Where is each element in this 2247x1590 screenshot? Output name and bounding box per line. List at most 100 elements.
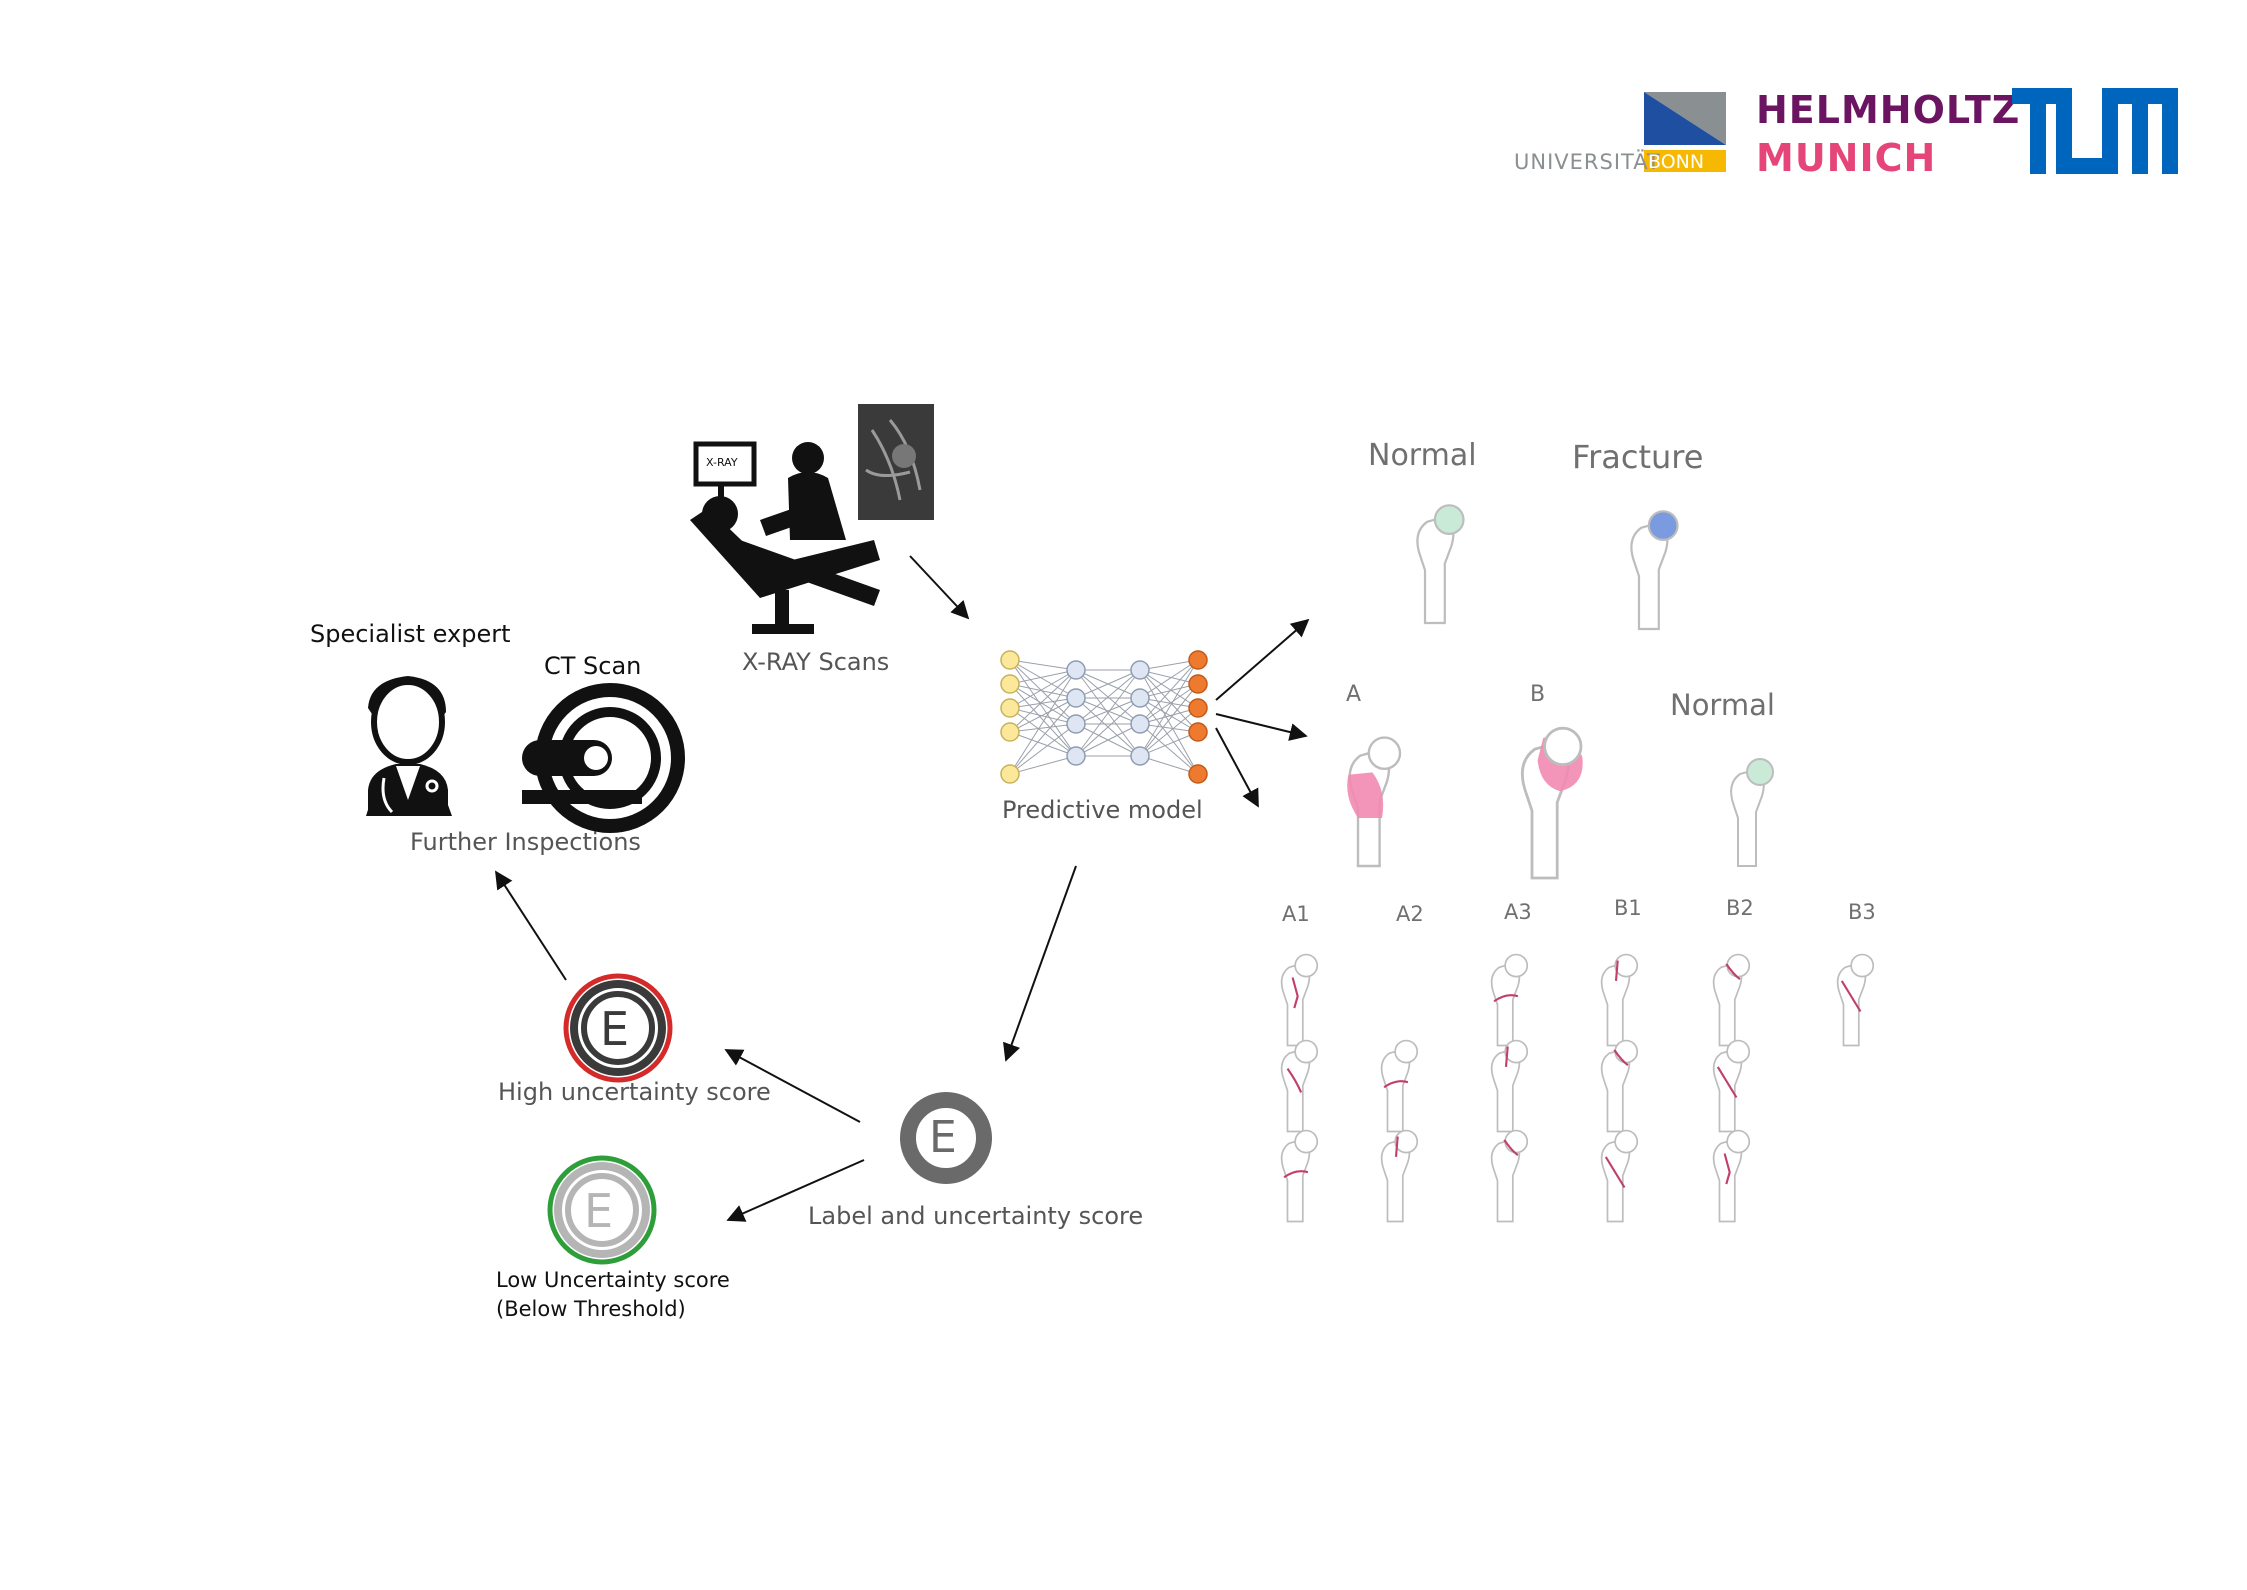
network-edge [1009,669,1077,775]
network-edge [1139,659,1199,671]
class-normal-top: Normal [1368,438,1477,473]
femur-illustrations [1280,504,1875,1223]
uni-bonn-text: UNIVERSITÄT [1514,150,1661,174]
femur-drawing [1630,510,1679,631]
network-edge [1009,669,1077,685]
network-neuron [1188,698,1208,718]
network-edge [1139,669,1199,733]
label-uncertainty-label: Label and uncertainty score [808,1202,1144,1230]
class-b: B [1530,682,1546,707]
arrow-score-to-low [726,1159,865,1222]
network-edge [1139,659,1199,699]
network-edge [1075,697,1141,757]
network-edge [1139,683,1199,699]
femur-drawing [1280,953,1319,1047]
network-edge [1139,731,1199,757]
class-a: A [1346,682,1362,707]
network-edge [1009,707,1077,757]
network-edge [1139,683,1199,757]
high-uncertainty-label: High uncertainty score [498,1078,771,1106]
femur-drawing [1600,1039,1639,1133]
femur-drawing [1600,1129,1639,1223]
ct-scan-icon [522,683,685,833]
network-neuron [1000,722,1020,742]
subtype-b2: B2 [1726,896,1754,920]
femur-drawing [1490,953,1529,1047]
network-edge [1009,659,1077,725]
network-edge [1075,697,1141,725]
network-edge [1139,723,1199,775]
subtype-a1: A1 [1282,902,1310,926]
femur-drawing [1490,1039,1529,1133]
predictive-model-label: Predictive model [1002,796,1203,824]
further-inspections-label: Further Inspections [410,828,641,856]
femur-drawing [1416,504,1465,625]
femur-drawing [1712,953,1751,1047]
xray-machine-icon [690,441,880,634]
network-edge [1009,723,1077,775]
subtype-b1: B1 [1614,896,1642,920]
ct-scan-label: CT Scan [544,652,642,680]
network-edge [1009,723,1077,733]
network-neuron [1130,714,1150,734]
network-edge [1139,697,1199,775]
helmholtz-line2: MUNICH [1756,136,1937,180]
network-edge [1009,755,1077,775]
network-edge [1009,683,1077,757]
network-edge [1139,669,1199,775]
network-edge [1139,659,1199,757]
class-normal-mid: Normal [1670,688,1775,722]
femur-drawing [1490,1129,1529,1223]
femur-drawing [1380,1039,1419,1133]
network-edge [1139,683,1199,725]
network-edge [1139,707,1199,725]
arrow-high-to-further [495,870,567,981]
network-neuron [1130,746,1150,766]
high-uncertainty-e: E [600,1002,630,1056]
network-edge [1139,669,1199,685]
subtype-a3: A3 [1504,900,1532,924]
network-neuron [1188,650,1208,670]
arrow-model-to-bottom [1215,727,1259,808]
femur-drawing [1347,736,1402,868]
arrow-model-to-mid [1215,713,1308,741]
arrow-score-to-high [724,1049,861,1123]
network-edge [1075,669,1141,725]
network-neuron [1066,746,1086,766]
network-edge [1139,755,1199,775]
tum-logo [2012,88,2178,174]
network-edge [1139,723,1199,733]
network-edge [1009,659,1077,757]
network-neuron [1188,764,1208,784]
femur-drawing [1836,953,1875,1047]
network-neuron [1000,764,1020,784]
network-neuron [1130,660,1150,680]
network-edge [1009,707,1077,725]
predictive-model-network [1000,650,1208,784]
network-neuron [1000,650,1020,670]
high-uncertainty-badge [563,973,673,1083]
network-edge [1009,697,1077,733]
femur-drawing [1712,1129,1751,1223]
low-uncertainty-label-line1: Low Uncertainty score [496,1268,730,1292]
low-uncertainty-label-line2: (Below Threshold) [496,1297,686,1321]
network-edge [1139,697,1199,709]
xray-screen-label: X-RAY [706,456,738,469]
network-edge [1139,659,1199,725]
network-edge [1139,707,1199,757]
uni-bonn-badge: BONN [1648,151,1705,173]
uni-bonn-logo [1644,92,1726,172]
network-neuron [1066,714,1086,734]
network-edge [1075,723,1141,757]
subtype-b3: B3 [1848,900,1876,924]
network-edge [1009,697,1077,775]
femur-drawing [1280,1129,1319,1223]
score-badge [900,1092,992,1184]
network-neuron [1066,688,1086,708]
network-edge [1009,669,1077,709]
xray-image-thumbnail [858,404,934,520]
femur-drawing [1730,758,1774,867]
specialist-expert-label: Specialist expert [310,620,511,648]
network-edge [1009,659,1077,699]
